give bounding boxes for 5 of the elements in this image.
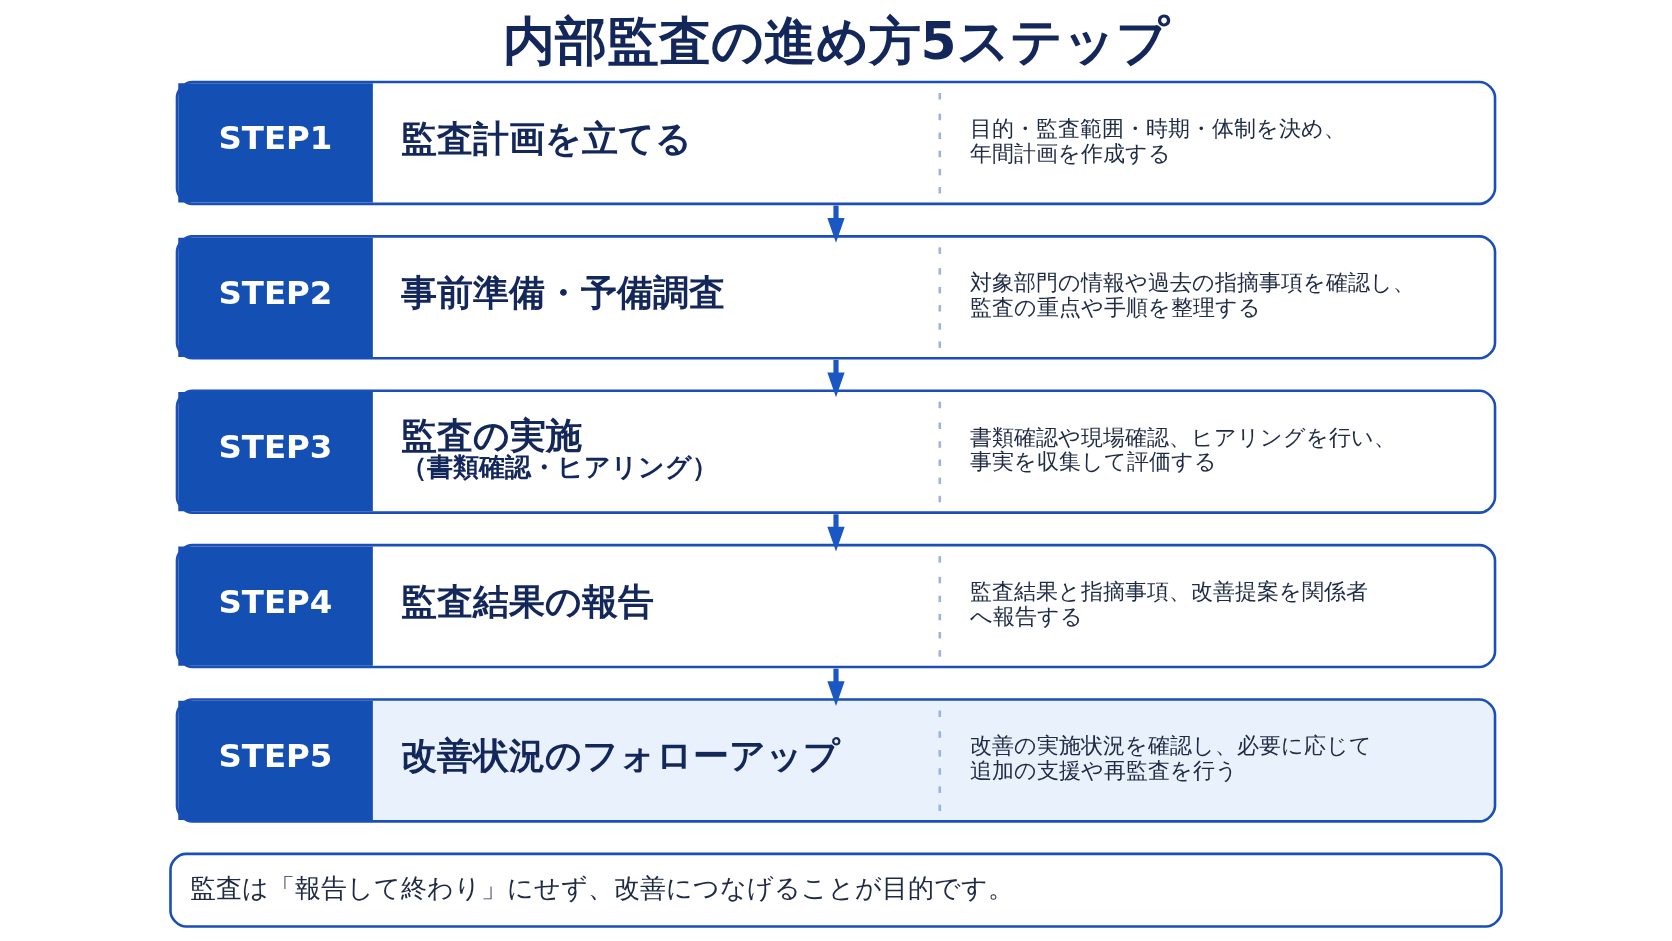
- diagram-title: 内部監査の進め方5ステップ: [502, 10, 1169, 71]
- arrow: [827, 359, 845, 398]
- arrow: [827, 514, 845, 552]
- arrow: [827, 205, 845, 243]
- arrow: [827, 668, 845, 706]
